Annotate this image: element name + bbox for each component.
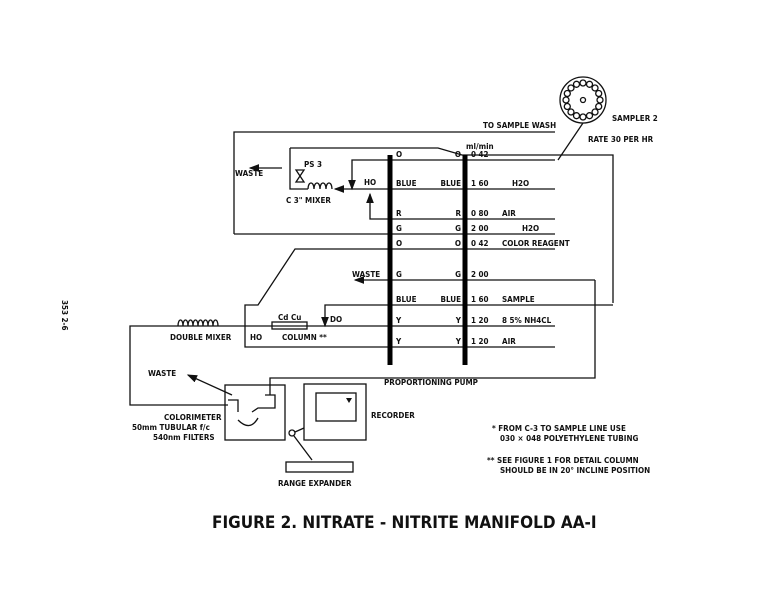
cd-cu-label: Cd Cu (278, 313, 301, 322)
tube-reagent: H2O (522, 224, 539, 233)
c3-mixer-coil-icon (307, 182, 333, 190)
tube-color-right: O (455, 239, 461, 248)
tube-color-left: O (396, 150, 402, 159)
note-2-line-2: SHOULD BE IN 20° INCLINE POSITION (500, 466, 650, 475)
tube-rate: 1 20 (471, 316, 489, 325)
note-1-line-1: * FROM C-3 TO SAMPLE LINE USE (492, 424, 626, 433)
sample-cup-icon (596, 96, 604, 104)
tube-color-right: G (455, 224, 461, 233)
sample-cup-icon (591, 108, 599, 116)
ho-label-bottom: HO (250, 333, 262, 342)
sample-cup-icon (563, 102, 571, 111)
ho-label-top: HO (364, 178, 376, 187)
tube-color-right: G (455, 270, 461, 279)
recorder-box (303, 383, 367, 441)
recorder-label: RECORDER (371, 411, 415, 420)
colorimeter-line-1: COLORIMETER (164, 413, 222, 422)
figure-title: FIGURE 2. NITRATE - NITRITE MANIFOLD AA-… (212, 513, 597, 533)
colorimeter-line-3: 540nm FILTERS (153, 433, 215, 442)
tube-reagent: SAMPLE (502, 295, 535, 304)
pump-valve-icon (294, 169, 306, 183)
tube-color-right: O (455, 150, 461, 159)
units-label: ml/min (466, 142, 494, 151)
tube-reagent: COLOR REAGENT (502, 239, 570, 248)
note-1-line-2: 030 × 048 POLYETHYLENE TUBING (500, 434, 638, 443)
double-mixer-label: DOUBLE MIXER (170, 333, 232, 342)
waste-label-mid: WASTE (352, 270, 380, 279)
range-expander-box (285, 461, 354, 473)
tube-color-right: Y (455, 316, 462, 325)
sample-cup-icon (572, 112, 581, 120)
sample-cup-icon (563, 89, 571, 98)
tube-color-left: BLUE (396, 295, 417, 304)
sampler-icon (559, 76, 607, 124)
tube-rate: 1 60 (471, 179, 489, 188)
sample-cup-icon (562, 96, 570, 104)
sampler-rate: RATE 30 PER HR (588, 135, 654, 144)
sampler-name: SAMPLER 2 (612, 114, 658, 123)
tube-color-left: BLUE (396, 179, 417, 188)
waste-label-colorimeter: WASTE (148, 369, 176, 378)
colorimeter-box (224, 384, 286, 441)
double-mixer-coil-icon (177, 319, 219, 327)
sample-cup-icon (567, 84, 575, 92)
tube-color-left: Y (395, 337, 402, 346)
sample-cup-icon (591, 84, 599, 92)
tube-reagent: 8 5% NH4CL (502, 316, 552, 325)
cd-cu-column (271, 321, 308, 330)
tube-color-right: R (455, 209, 461, 218)
note-2-line-1: ** SEE FIGURE 1 FOR DETAIL COLUMN (487, 456, 639, 465)
tube-rate: 2 00 (471, 270, 489, 279)
tube-color-left: O (396, 239, 402, 248)
sample-cup-icon (595, 102, 603, 111)
sample-cup-icon (579, 79, 587, 87)
tube-color-left: Y (395, 316, 402, 325)
waste-label-top: WASTE (235, 169, 263, 178)
tube-reagent: AIR (502, 209, 516, 218)
c3-mixer-label: C 3" MIXER (286, 196, 331, 205)
tube-color-left: R (396, 209, 402, 218)
tube-rate: 2 00 (471, 224, 489, 233)
sample-cup-icon (567, 108, 575, 116)
tube-reagent: AIR (502, 337, 516, 346)
tube-reagent: H2O (512, 179, 529, 188)
range-expander-label: RANGE EXPANDER (278, 479, 352, 488)
column-label: COLUMN ** (282, 333, 327, 342)
tube-color-left: G (396, 270, 402, 279)
sample-cup-icon (585, 112, 594, 120)
tube-color-right: BLUE (440, 179, 461, 188)
pump-label: PROPORTIONING PUMP (384, 378, 478, 387)
to-sample-wash: TO SAMPLE WASH (483, 121, 556, 130)
sample-cup-icon (585, 80, 594, 88)
do-label: DO (330, 315, 342, 324)
sample-cup-icon (572, 80, 581, 88)
colorimeter-line-2: 50mm TUBULAR f/c (132, 423, 210, 432)
tube-rate: 0 80 (471, 209, 489, 218)
tube-rate: 1 60 (471, 295, 489, 304)
tube-rate: 0 42 (471, 239, 489, 248)
sample-cup-icon (595, 89, 603, 98)
tube-color-right: Y (455, 337, 462, 346)
tube-color-right: BLUE (440, 295, 461, 304)
tube-rate: 0 42 (471, 150, 489, 159)
tube-color-left: G (396, 224, 402, 233)
sample-cup-icon (579, 113, 587, 121)
ps3-label: PS 3 (304, 160, 322, 169)
tube-rate: 1 20 (471, 337, 489, 346)
side-label: 353 2-6 (60, 300, 69, 331)
